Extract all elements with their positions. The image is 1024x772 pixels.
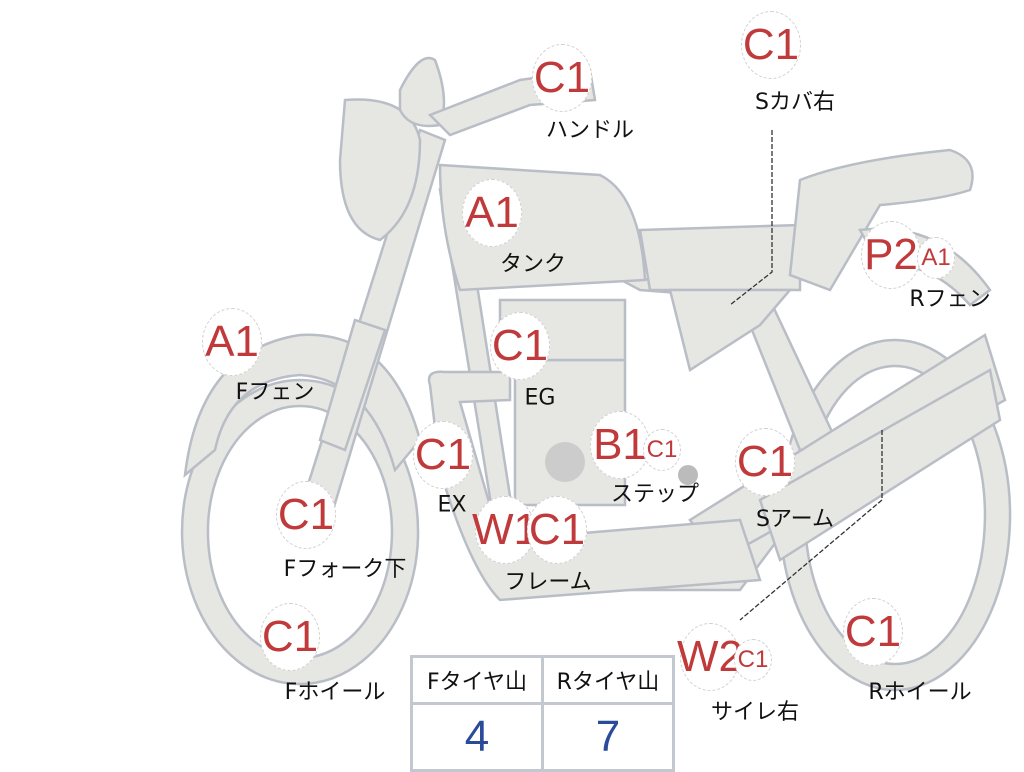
tire-tread-table: Fタイヤ山 Rタイヤ山 4 7: [410, 655, 675, 772]
part-label: EG: [524, 385, 556, 411]
grade-badge: C1: [532, 44, 592, 112]
grade-badge: A1: [462, 179, 522, 247]
grade-badge: C1: [260, 603, 320, 671]
seat: [638, 223, 802, 292]
grade-badge-small: C1: [734, 639, 772, 681]
part-label: Rフェン: [909, 287, 991, 312]
part-label: タンク: [499, 252, 567, 277]
grade-badge-small: A1: [917, 237, 955, 279]
part-label: Sアーム: [756, 507, 834, 532]
part-label: ハンドル: [545, 118, 635, 143]
grade-badge: C1: [276, 481, 336, 549]
grade-badge-small: C1: [643, 429, 681, 471]
grade-badge: W1: [472, 496, 538, 564]
grade-badge: C1: [735, 428, 795, 496]
mirror: [398, 56, 446, 128]
part-label: Fフェン: [235, 380, 315, 405]
part-label: EX: [437, 492, 467, 518]
fork-cover: [318, 318, 387, 452]
grade-badge: C1: [843, 598, 903, 666]
grade-badge-secondary: C1: [527, 496, 587, 564]
rear-seat: [788, 148, 974, 292]
front-tire-value: 4: [410, 702, 544, 772]
part-label: サイレ右: [710, 700, 800, 725]
rear-tire-value: 7: [541, 702, 675, 772]
part-label: フレーム: [504, 570, 592, 595]
grade-badge: W2: [677, 623, 743, 691]
headlight: [338, 98, 422, 242]
silencer: [758, 368, 1002, 562]
part-label: ステップ: [610, 482, 700, 507]
part-label: Sカバ右: [755, 90, 835, 115]
rear-tire-header: Rタイヤ山: [541, 655, 675, 705]
front-tire-header: Fタイヤ山: [410, 655, 544, 705]
grade-badge: C1: [490, 312, 550, 380]
part-label: Fフォーク下: [283, 557, 407, 582]
grade-badge: A1: [202, 308, 262, 376]
grade-badge: P2: [861, 221, 921, 289]
grade-badge: C1: [413, 421, 473, 489]
grade-badge: B1: [590, 411, 650, 479]
part-label: Rホイール: [868, 680, 972, 705]
part-label: Fホイール: [284, 680, 386, 705]
grade-badge: C1: [741, 11, 801, 79]
